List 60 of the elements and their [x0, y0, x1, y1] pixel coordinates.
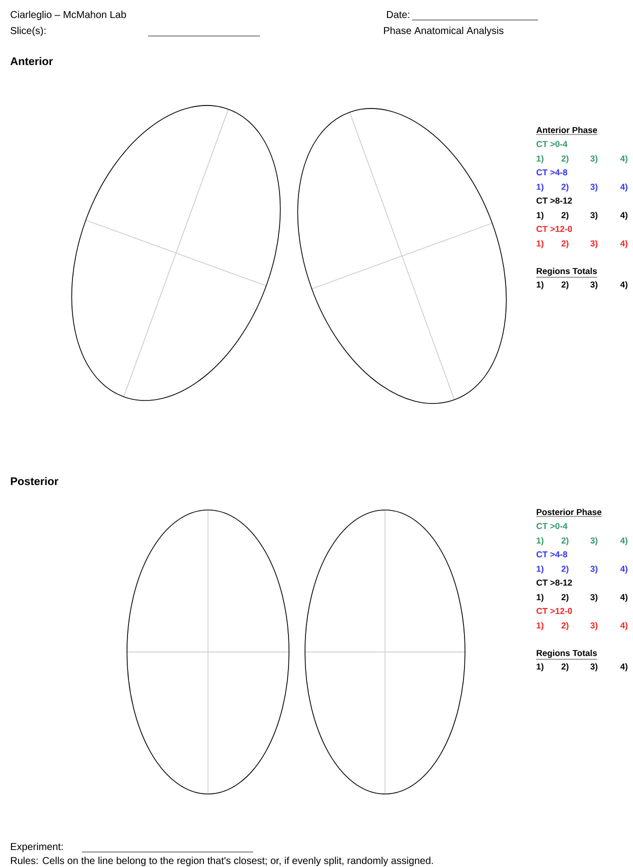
region-number: 4) — [620, 663, 628, 672]
region-number: 3) — [590, 212, 598, 220]
field-label: Slice(s): — [10, 26, 46, 36]
region-number: 2) — [562, 566, 568, 574]
region-number: 3) — [590, 184, 598, 192]
region-number: 1) — [536, 212, 544, 220]
region-number: 3) — [590, 240, 598, 248]
range-label: CT >8-12 — [536, 198, 572, 204]
region-number: 3) — [590, 622, 598, 630]
region-number: 1) — [536, 281, 544, 290]
range-label: CT >0-4 — [536, 140, 568, 148]
region-number: 4) — [620, 212, 628, 220]
region-number: 3) — [590, 594, 598, 602]
region-number: 2) — [562, 281, 568, 290]
region-number: 1) — [536, 622, 544, 630]
legend-heading: Regions Totals — [536, 268, 598, 278]
region-number: 1) — [536, 184, 544, 192]
region-number: 4) — [620, 566, 628, 574]
region-number: 2) — [562, 212, 568, 220]
range-label: CT >12-0 — [536, 608, 572, 614]
region-number: 2) — [562, 155, 568, 164]
region-number: 1) — [536, 155, 544, 164]
rules-note: Rules: Cells on the line belong to the region that's closest; or, if evenly split, randomly assigned. — [11, 856, 433, 866]
range-label: CT >4-8 — [536, 169, 568, 176]
region-number: 4) — [620, 594, 628, 602]
legend-heading: Anterior Phase — [536, 126, 598, 135]
region-number: 3) — [590, 281, 598, 290]
region-number: 2) — [562, 184, 568, 192]
region-number: 2) — [562, 622, 568, 630]
region-number: 4) — [620, 281, 628, 290]
region-number: 3) — [590, 537, 598, 546]
field-label: Date: — [387, 11, 410, 18]
section-title: Anterior — [10, 57, 53, 66]
range-label: CT >8-12 — [536, 580, 572, 586]
region-number: 3) — [590, 663, 598, 672]
region-number: 1) — [536, 663, 544, 672]
range-label: CT >12-0 — [536, 226, 572, 232]
region-number: 2) — [562, 240, 568, 248]
range-label: CT >4-8 — [536, 551, 568, 558]
legend-heading: Regions Totals — [536, 650, 598, 660]
region-number: 2) — [562, 594, 568, 602]
region-number: 1) — [536, 537, 544, 546]
section-title: Posterior — [10, 477, 58, 486]
region-number: 4) — [620, 240, 628, 248]
region-number: 2) — [562, 663, 568, 672]
field-label: Experiment: — [11, 842, 63, 852]
region-number: 2) — [562, 537, 568, 546]
region-number: 3) — [590, 155, 598, 164]
legend-heading: Posterior Phase — [536, 508, 602, 517]
header-text: Phase Anatomical Analysis — [384, 26, 504, 36]
region-number: 4) — [620, 622, 628, 630]
region-number: 4) — [620, 155, 628, 164]
header-text: Ciarleglio – McMahon Lab — [10, 10, 126, 20]
region-number: 1) — [536, 566, 544, 574]
region-number: 1) — [536, 240, 544, 248]
region-number: 3) — [590, 566, 598, 574]
region-number: 4) — [620, 537, 628, 546]
region-number: 1) — [536, 594, 544, 602]
region-number: 4) — [620, 184, 628, 192]
range-label: CT >0-4 — [536, 522, 568, 530]
